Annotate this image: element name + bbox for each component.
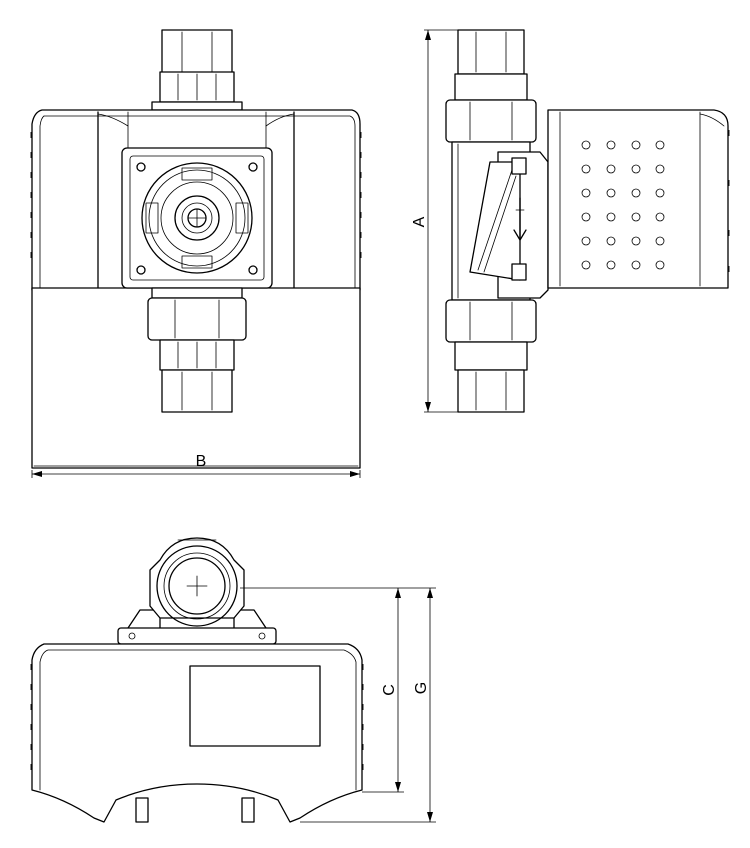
side-vent-holes bbox=[581, 140, 665, 270]
front-bottom-connector bbox=[147, 287, 247, 413]
bottom-housing bbox=[30, 643, 364, 823]
side-housing bbox=[547, 109, 730, 289]
front-view: B bbox=[30, 29, 362, 478]
bottom-pipe-fitting bbox=[117, 537, 277, 645]
side-view: A bbox=[411, 29, 730, 413]
front-top-connector bbox=[151, 29, 243, 111]
dimension-c: C bbox=[240, 587, 404, 793]
dimension-g: G bbox=[300, 587, 436, 823]
bottom-legs bbox=[135, 797, 255, 823]
side-top-connector bbox=[445, 29, 537, 143]
dimension-a-label: A bbox=[411, 216, 428, 227]
front-sensor-plate bbox=[121, 147, 273, 289]
dimension-c-label: C bbox=[381, 684, 398, 696]
side-flow-window bbox=[469, 151, 549, 299]
dimension-g-label: G bbox=[413, 682, 430, 694]
dimension-b: B bbox=[31, 453, 361, 478]
side-bottom-connector bbox=[445, 299, 537, 413]
bottom-view: C G bbox=[30, 537, 436, 823]
dimension-a: A bbox=[411, 29, 458, 413]
dimension-b-label: B bbox=[196, 453, 207, 470]
